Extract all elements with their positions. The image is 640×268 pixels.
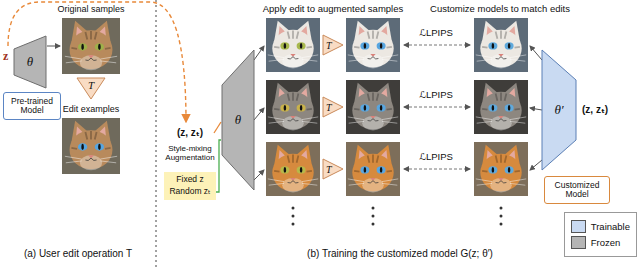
customized-generator: θ′ [542, 50, 576, 170]
edit-operation: T [77, 78, 105, 99]
output-arrow [47, 46, 60, 47]
customized-cat-images [474, 18, 528, 196]
legend-box: TrainableFrozen [564, 212, 637, 257]
node-text: T [326, 164, 332, 175]
image-heading: Original samples [57, 5, 124, 15]
customized-fan-arrows [530, 46, 542, 170]
legend-swatch [571, 220, 586, 233]
latent-pair: (z, zₜ) [582, 104, 608, 116]
shape-outline [77, 78, 105, 99]
latent-line [216, 140, 221, 192]
fixed-latent-label: Fixed z [176, 175, 203, 185]
loss-label: ℒLPIPS [419, 28, 453, 39]
node-text: T [326, 102, 332, 113]
generator-fan-arrows [254, 46, 264, 180]
image-ground [62, 118, 120, 174]
augmented-cat-images [266, 18, 320, 196]
continuation-dots [292, 207, 503, 226]
shape-outline [323, 35, 343, 55]
latent-pair: (z, zₜ) [177, 127, 203, 139]
node-text: Customized Model [547, 181, 607, 200]
image-ground [62, 18, 120, 74]
legend-text: Trainable [591, 221, 630, 232]
node-text: θ [235, 113, 241, 127]
random-latent-label: Random zₜ [169, 187, 210, 197]
latent-line [214, 122, 221, 133]
node-text: T [88, 79, 94, 91]
edited-cat-images [346, 18, 400, 196]
loss-label: ℒLPIPS [419, 152, 453, 163]
model-label-box: Pre-trained Model [3, 92, 61, 120]
edit-operation: T [323, 97, 343, 117]
subfigure-caption: (a) User edit operation T [24, 248, 132, 260]
lpips-loss-arrows [404, 45, 470, 169]
shape-outline [222, 50, 254, 190]
latent-symbol: z [3, 50, 8, 64]
cat-image [65, 121, 117, 170]
frozen-generator: θ [222, 50, 254, 190]
sample-image: Edit examples [62, 118, 120, 174]
node-text: θ [27, 55, 33, 69]
legend-row: Trainable [571, 220, 630, 233]
augmentation-label: Style-mixing Augmentation [162, 144, 218, 162]
column-heading: Apply edit to augmented samples [263, 4, 403, 15]
legend-text: Frozen [591, 237, 621, 248]
panel-separator [156, 0, 157, 268]
node-text: θ′ [554, 103, 563, 117]
subfigure-caption: (b) Training the customized model G(z; θ… [307, 248, 493, 260]
image-heading: Edit examples [63, 105, 120, 115]
edit-operation: T [323, 35, 343, 55]
frozen-generator: θ [14, 36, 46, 88]
model-label-box: Customized Model [544, 176, 610, 204]
edit-operation: T [323, 159, 343, 179]
legend-swatch [571, 236, 586, 249]
cat-image [65, 21, 117, 70]
shape-outline [542, 50, 576, 170]
node-text: T [326, 40, 332, 51]
loss-label: ℒLPIPS [419, 90, 453, 101]
column-heading: Customize models to match edits [430, 4, 570, 15]
legend-row: Frozen [571, 236, 630, 249]
node-text: Pre-trained Model [6, 97, 58, 116]
augmentation-box [164, 172, 216, 200]
shape-outline [323, 97, 343, 117]
sample-image: Original samples [62, 18, 120, 74]
shape-outline [323, 159, 343, 179]
shape-outline [14, 36, 46, 88]
left-cat-images [62, 18, 120, 174]
